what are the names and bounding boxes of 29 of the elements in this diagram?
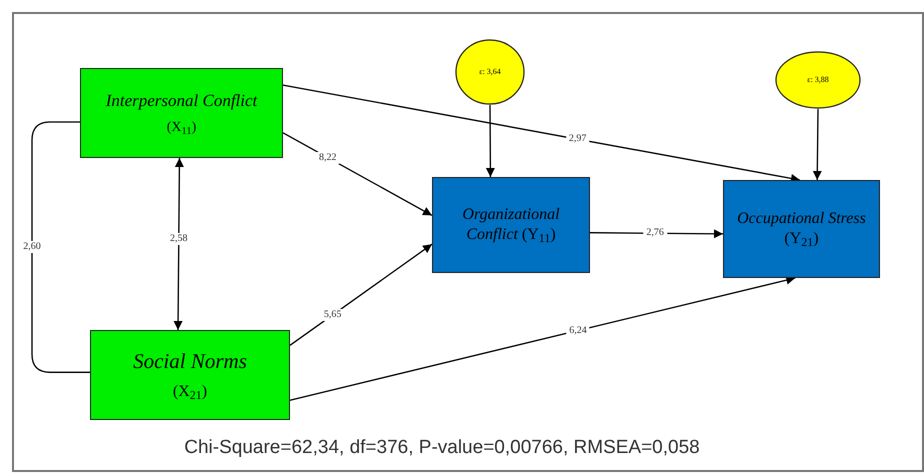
arrow [290, 276, 796, 401]
arrow [486, 105, 495, 177]
dependent-variable-box [432, 177, 590, 273]
edge-label: 2,97 [566, 133, 590, 146]
edge-label: 6,24 [566, 324, 590, 337]
edge-label: 2,76 [643, 227, 667, 240]
arrow [282, 132, 432, 216]
variable-name: Social Norms [133, 348, 247, 374]
variable-name: Interpersonal Conflict [106, 90, 258, 111]
variable-name: ε: 3,88 [807, 75, 829, 85]
latent-variable-box [80, 68, 283, 158]
variable-name: Organizational Conflict (Y$_{11}$) [461, 205, 561, 245]
error-ellipse [775, 51, 861, 109]
arrow [812, 109, 822, 180]
arrow [282, 84, 800, 183]
variable-symbol: (X$_{11}$) [166, 118, 196, 136]
connector-line [31, 121, 90, 373]
edge-label: 5,65 [320, 308, 344, 321]
arrow [174, 158, 184, 330]
fit-statistics-caption: Chi-Square=62,34, df=376, P-value=0,00766, RMSEA=0,058 [183, 436, 701, 460]
variable-name: Occupational Stress (Y$_{21}$) [736, 209, 867, 249]
variable-symbol: (X$_{21}$) [172, 382, 208, 402]
arrow [590, 229, 723, 238]
edge-label: 8,22 [316, 152, 340, 164]
error-ellipse [455, 39, 525, 105]
arrow [290, 244, 432, 346]
dependent-variable-box [723, 180, 880, 278]
latent-variable-box [90, 330, 290, 420]
variable-name: ε: 3,64 [479, 67, 501, 77]
